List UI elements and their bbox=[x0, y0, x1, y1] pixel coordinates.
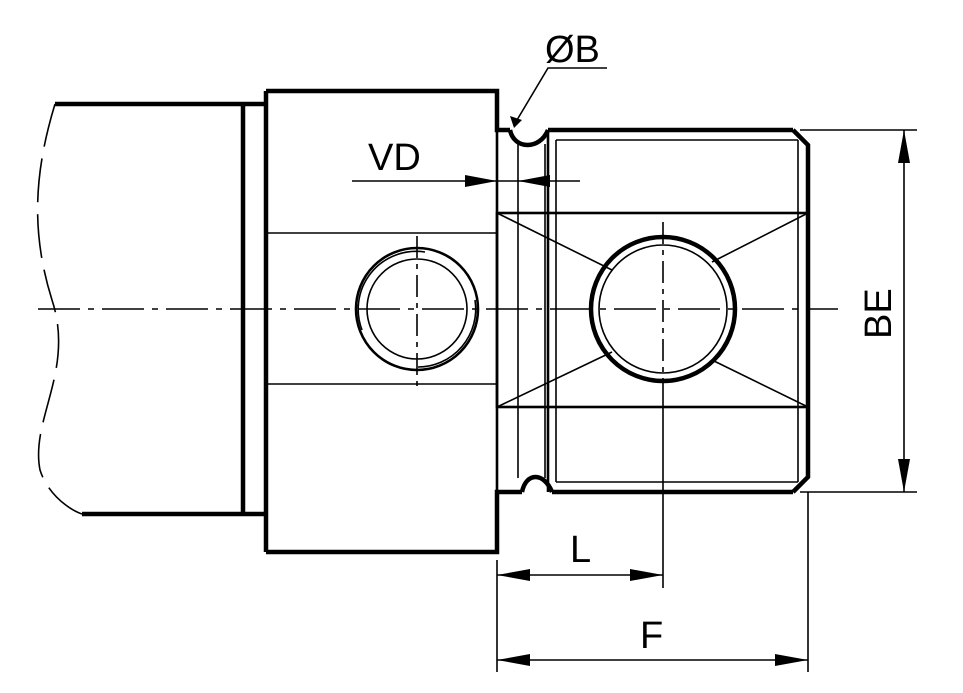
main-body bbox=[263, 88, 522, 555]
dimension-diameter-b: ØB bbox=[510, 29, 607, 128]
threaded-end bbox=[546, 127, 811, 495]
dimension-be: BE bbox=[800, 129, 917, 493]
be-label: BE bbox=[858, 288, 900, 339]
dimension-vd: VD bbox=[352, 137, 580, 187]
wrench-flat bbox=[495, 211, 810, 409]
center-lines bbox=[38, 222, 838, 400]
dimension-f: F bbox=[497, 492, 809, 672]
relief-groove bbox=[507, 128, 555, 493]
diameter-b-label: ØB bbox=[545, 29, 600, 71]
f-label: F bbox=[640, 615, 663, 657]
vd-label: VD bbox=[368, 137, 421, 179]
l-label: L bbox=[570, 529, 591, 571]
dimension-l: L bbox=[496, 400, 664, 672]
